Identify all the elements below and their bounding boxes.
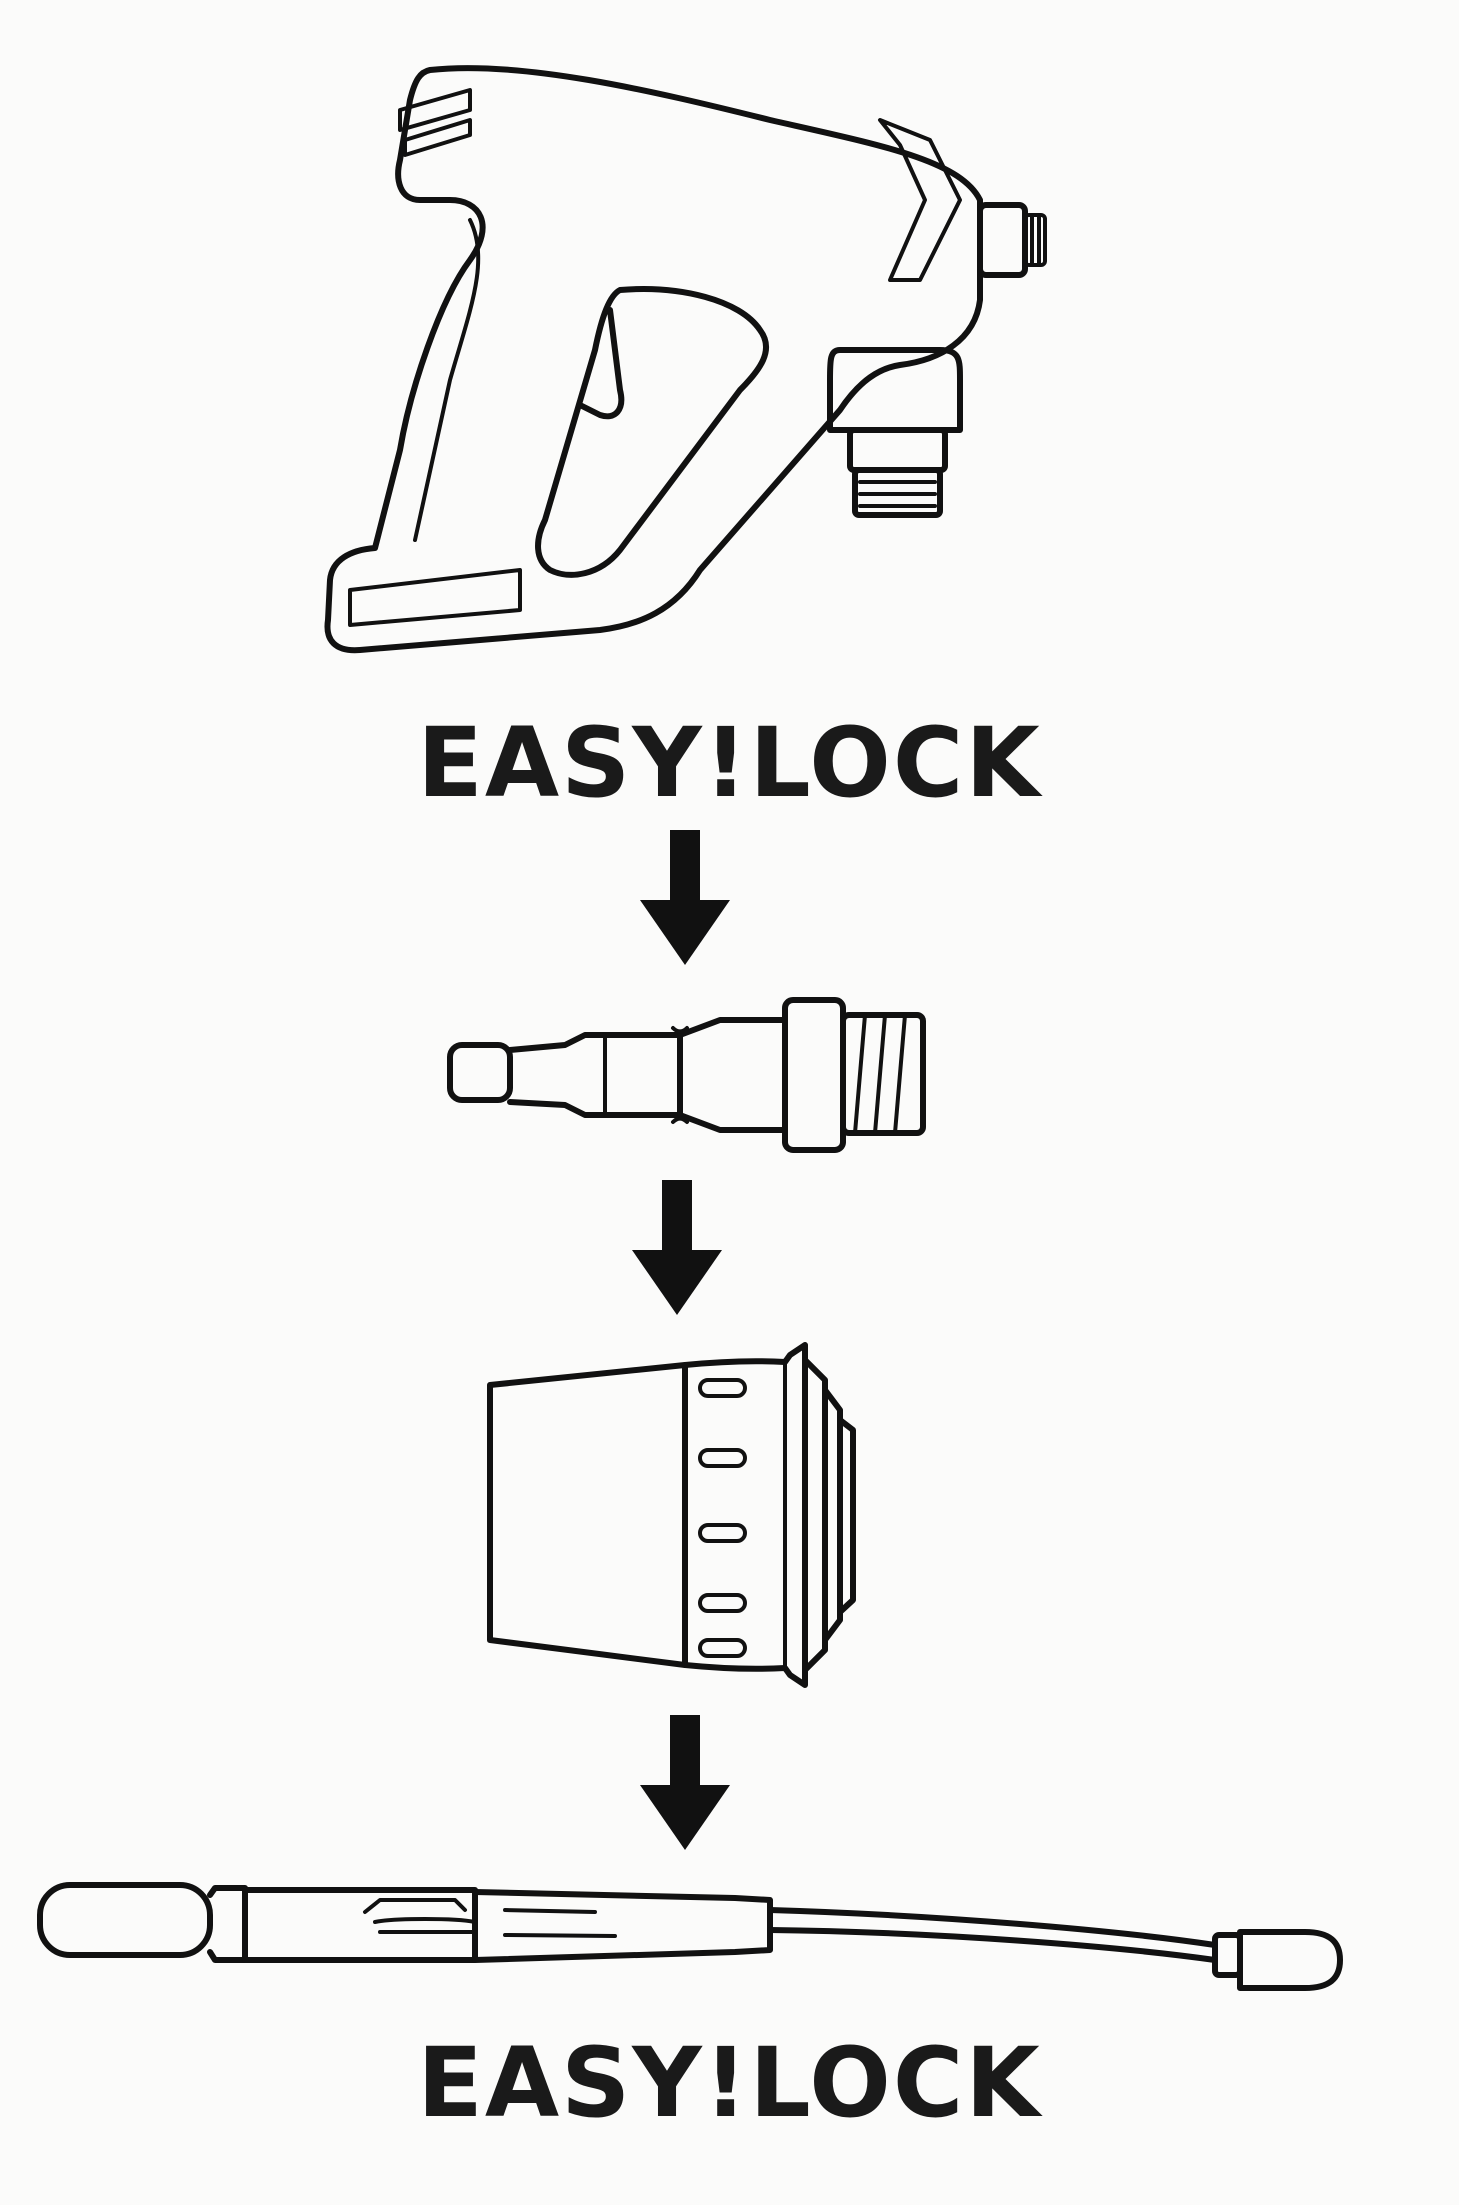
lance-icon (37, 1882, 1343, 1991)
spray-gun-icon (324, 65, 1047, 654)
adapter-icon (447, 997, 926, 1153)
arrow-down-icon (640, 1715, 730, 1850)
sleeve-icon (487, 1342, 856, 1688)
arrow-down-icon (632, 1180, 722, 1315)
arrow-down-icon (640, 830, 730, 965)
brand-label-bottom: EASY!LOCK (417, 2027, 1042, 2139)
brand-label-top: EASY!LOCK (417, 707, 1042, 819)
